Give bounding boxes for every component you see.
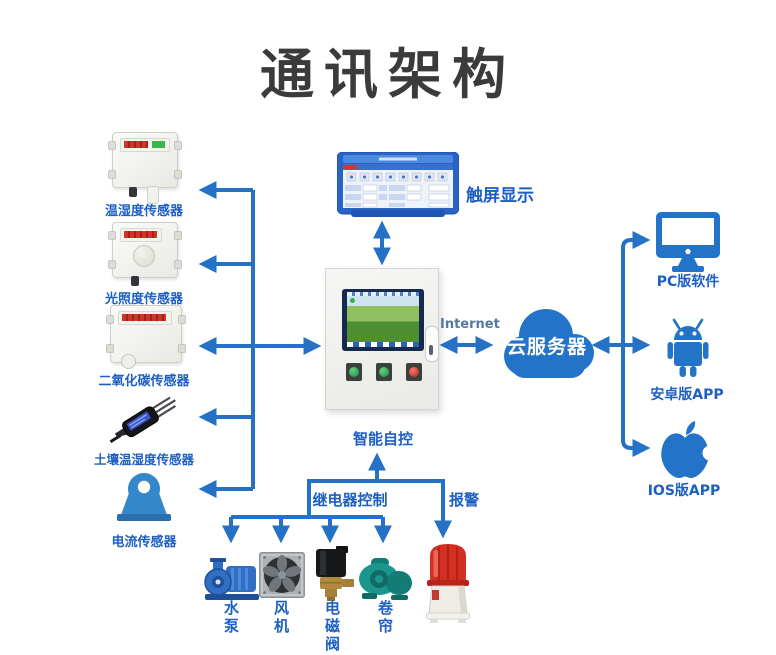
sensor-label-temp-humidity: 温湿度传感器 xyxy=(104,204,183,219)
sensor-label-light: 光照度传感器 xyxy=(104,292,183,307)
page-title: 通讯架构 xyxy=(260,43,516,106)
relay-alarm-branch-line xyxy=(307,479,452,539)
alarm-beacon-icon xyxy=(426,544,470,623)
roller-shutter-icon xyxy=(359,558,412,600)
display-label: 触屏显示 xyxy=(466,186,534,206)
sensor-label-soil: 土壤温湿度传感器 xyxy=(93,452,194,467)
cabinet-screen xyxy=(342,289,424,351)
alarm-label: 报警 xyxy=(448,491,479,509)
cabinet-green-button xyxy=(346,363,362,381)
controller-label: 智能自控 xyxy=(352,430,413,448)
relay-control-label: 继电器控制 xyxy=(312,491,388,509)
pc-monitor-icon xyxy=(656,212,720,272)
soil-sensor-icon xyxy=(109,396,177,443)
android-robot-icon xyxy=(667,318,709,377)
co2-sensor-icon xyxy=(106,305,186,369)
arrow-to-pc xyxy=(621,231,651,345)
actuator-label-shutter: 卷帘 xyxy=(376,600,394,636)
cloud-icon: 云服务器 xyxy=(494,298,600,390)
internet-label: Internet xyxy=(440,317,500,332)
client-label-pc: PC版软件 xyxy=(656,274,720,290)
touchscreen-icon xyxy=(337,152,459,217)
actuator-label-pump: 水泵 xyxy=(222,600,240,636)
cabinet-red-button xyxy=(406,363,422,381)
sensor-label-current: 电流传感器 xyxy=(111,535,177,550)
client-label-android: 安卓版APP xyxy=(650,387,724,403)
water-pump-icon xyxy=(204,558,259,600)
light-sensor-icon xyxy=(108,222,182,286)
cloud-label: 云服务器 xyxy=(506,336,587,358)
current-sensor-icon xyxy=(117,473,171,521)
client-label-ios: IOS版APP xyxy=(647,483,721,499)
temp-humidity-sensor-icon xyxy=(108,132,182,204)
cabinet-handle xyxy=(425,326,439,362)
actuator-label-valve: 电磁阀 xyxy=(323,600,341,654)
sensor-label-co2: 二氧化碳传感器 xyxy=(98,374,190,389)
cabinet-green-button-2 xyxy=(376,363,392,381)
apple-logo-icon xyxy=(661,421,712,478)
fan-icon xyxy=(259,552,305,598)
arrow-to-ios xyxy=(621,345,651,457)
solenoid-valve-icon xyxy=(316,546,354,601)
control-cabinet-icon xyxy=(325,268,439,410)
actuator-label-fan: 风机 xyxy=(272,600,290,636)
